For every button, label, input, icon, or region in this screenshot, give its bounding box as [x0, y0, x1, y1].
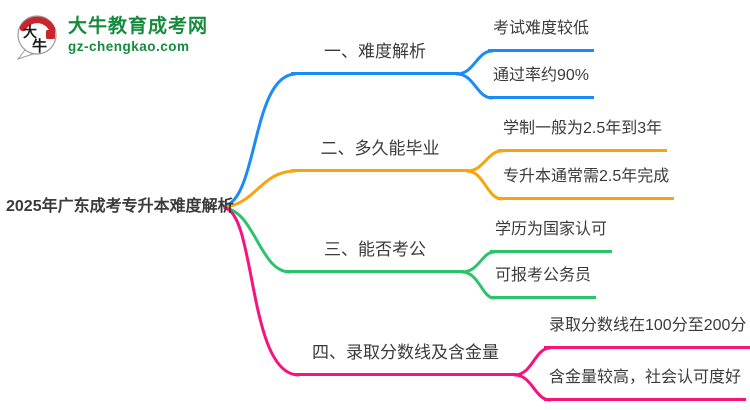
logo-red-cap	[19, 16, 56, 33]
leaf-node-upgrade-length: 专升本通常需2.5年完成	[498, 166, 675, 200]
leaf-node-score-range: 录取分数线在100分至200分	[544, 315, 750, 349]
branch-node-score-value: 四、录取分数线及含金量	[294, 342, 517, 376]
connector-branch-1-leaf-2	[455, 72, 494, 100]
connector-branch-1-leaf-1	[455, 49, 494, 76]
leaf-node-study-length: 学制一般为2.5年到3年	[498, 118, 668, 152]
logo-text-block: 大牛教育成考网 gz-chengkao.com	[68, 16, 208, 54]
logo-red-seal	[46, 30, 55, 39]
logo-icon-char-2: 牛	[32, 37, 47, 55]
leaf-node-social-value: 含金量较高，社会认可度好	[544, 367, 747, 401]
connector-branch-2-leaf-2	[465, 169, 504, 201]
connector-branch-2-leaf-1	[465, 149, 504, 173]
mindmap-root-node: 2025年广东成考专升本难度解析	[6, 198, 234, 215]
branch-node-difficulty: 一、难度解析	[291, 41, 459, 75]
connector-root-branch-3	[223, 206, 292, 274]
connector-root-branch-2	[223, 169, 297, 209]
logo-title: 大牛教育成考网	[68, 16, 209, 37]
leaf-node-civil-servant: 可报考公务员	[490, 265, 597, 299]
leaf-node-low-difficulty: 考试难度较低	[488, 18, 595, 52]
daniu-logo-icon: 大 牛	[16, 15, 57, 60]
leaf-node-pass-rate: 通过率约90%	[488, 65, 595, 99]
branch-node-civil-exam: 三、能否考公	[286, 239, 464, 273]
connector-root-branch-1	[223, 72, 297, 208]
connector-root-branch-4	[223, 206, 300, 377]
site-logo: 大 牛 大牛教育成考网 gz-chengkao.com	[15, 10, 208, 60]
leaf-node-state-recognized: 学历为国家认可	[490, 219, 613, 253]
logo-subtitle: gz-chengkao.com	[68, 39, 190, 54]
branch-node-graduation: 二、多久能毕业	[291, 138, 469, 172]
logo-icon-char-1: 大	[23, 24, 37, 40]
